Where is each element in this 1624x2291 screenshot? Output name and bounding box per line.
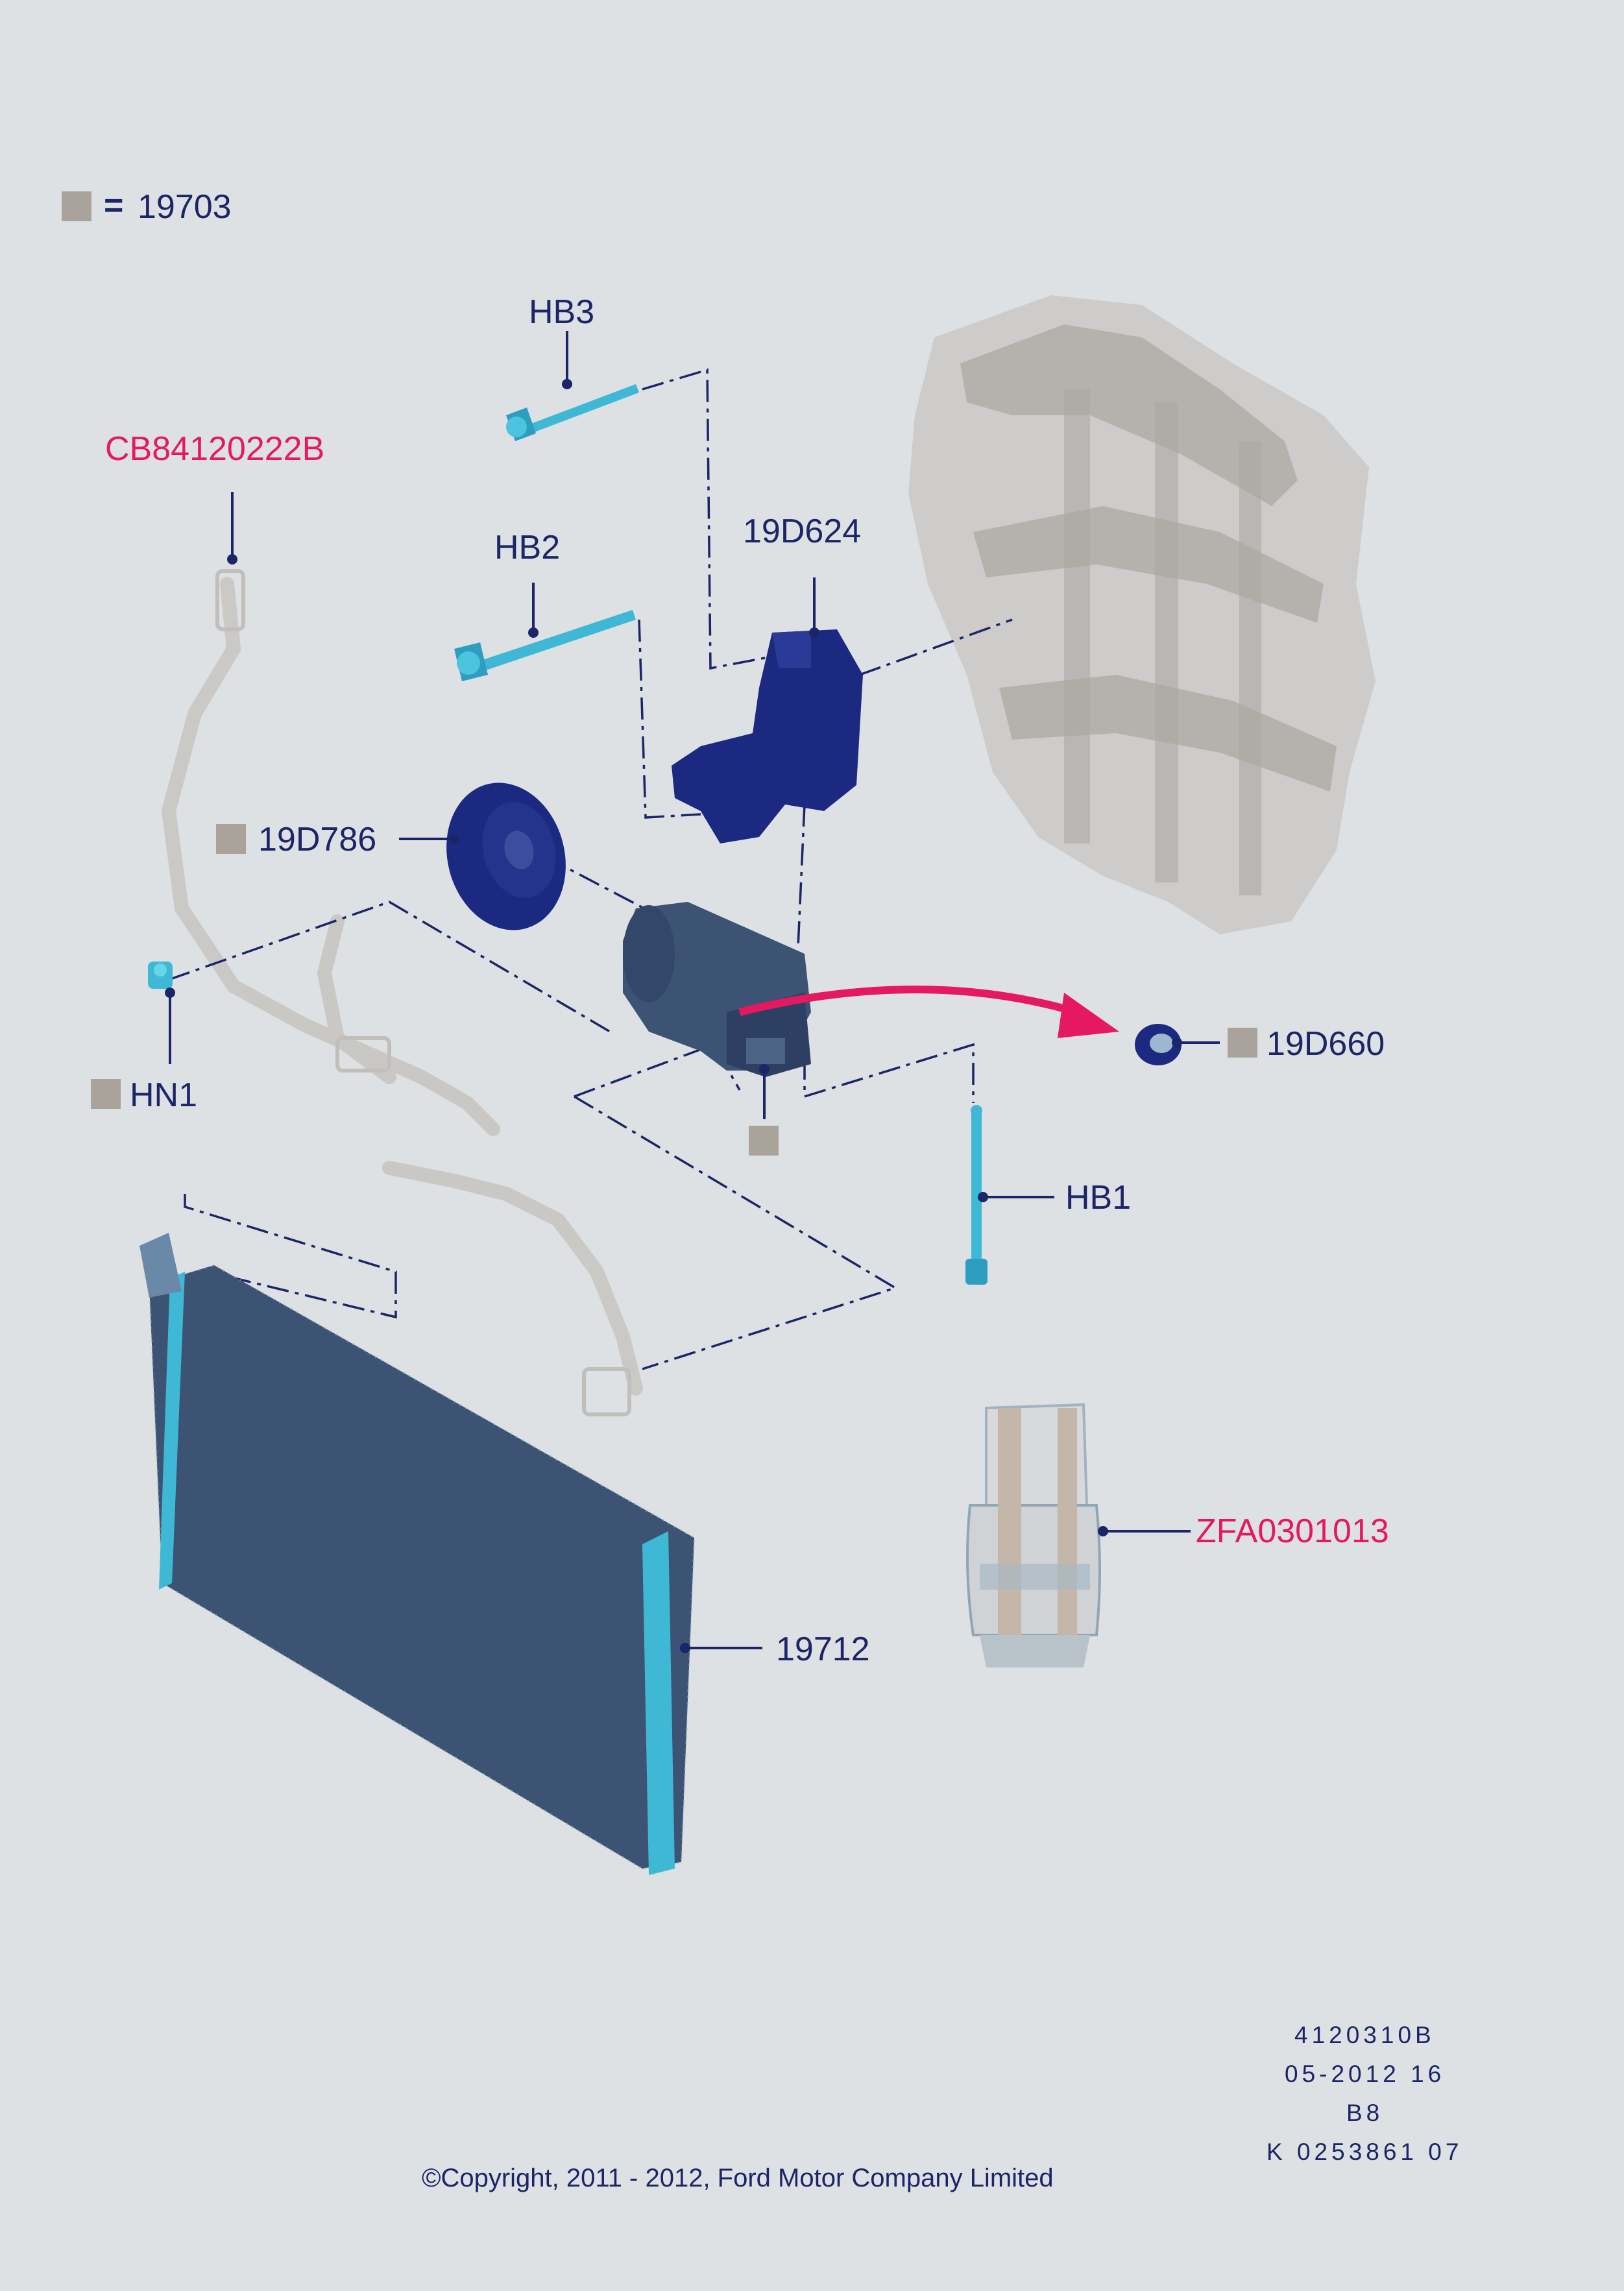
label-cb84120222b: CB84120222B bbox=[105, 430, 325, 468]
leader-dots bbox=[165, 379, 1182, 1653]
label-zfa0301013: ZFA0301013 bbox=[1196, 1512, 1389, 1550]
info-line-3: B8 bbox=[1346, 2100, 1384, 2126]
hn1-nut[interactable] bbox=[148, 962, 173, 989]
info-line-2: 05-2012 16 bbox=[1285, 2061, 1446, 2087]
hb3-bolt[interactable] bbox=[506, 384, 639, 441]
engine-block-ghost bbox=[908, 295, 1376, 934]
hose-fitting-ghost bbox=[215, 569, 631, 1416]
legend-part-code: 19703 bbox=[138, 188, 232, 226]
copyright-notice: ©Copyright, 2011 - 2012, Ford Motor Comp… bbox=[422, 2164, 1054, 2192]
receiver-drier-zfa0301013[interactable] bbox=[966, 1403, 1101, 1667]
marker-hn1 bbox=[91, 1079, 121, 1109]
bracket-19d624[interactable] bbox=[672, 629, 863, 843]
assembly-lines bbox=[168, 368, 1013, 1370]
label-hb2: HB2 bbox=[494, 529, 561, 566]
pulley-19d786[interactable] bbox=[430, 770, 581, 944]
label-19d786: 19D786 bbox=[258, 821, 377, 858]
arrow-to-seal bbox=[738, 986, 1119, 1038]
info-line-4: K 0253861 07 bbox=[1266, 2139, 1463, 2165]
label-19d660: 19D660 bbox=[1266, 1025, 1385, 1063]
condenser-19712[interactable] bbox=[139, 1233, 696, 1875]
marker-19d660 bbox=[1228, 1028, 1257, 1058]
label-hb3: HB3 bbox=[529, 293, 595, 331]
seal-19d660[interactable] bbox=[1135, 1024, 1182, 1065]
legend-marker-square bbox=[62, 191, 91, 221]
label-hb1: HB1 bbox=[1065, 1179, 1132, 1217]
legend-equals-sign: = bbox=[104, 187, 124, 224]
info-line-1: 4120310B bbox=[1294, 2022, 1435, 2048]
label-hn1: HN1 bbox=[130, 1076, 198, 1114]
compressor[interactable] bbox=[623, 902, 811, 1077]
marker-squares bbox=[62, 191, 1257, 1156]
hb1-bolt[interactable] bbox=[965, 1105, 988, 1285]
leader-lines bbox=[169, 331, 1220, 1649]
marker-compressor bbox=[749, 1126, 779, 1156]
hb2-bolt[interactable] bbox=[454, 610, 636, 681]
marker-19d786 bbox=[216, 824, 246, 854]
label-19712: 19712 bbox=[776, 1630, 870, 1668]
ac-line-ghost bbox=[161, 577, 643, 1396]
label-19d624: 19D624 bbox=[743, 513, 862, 550]
